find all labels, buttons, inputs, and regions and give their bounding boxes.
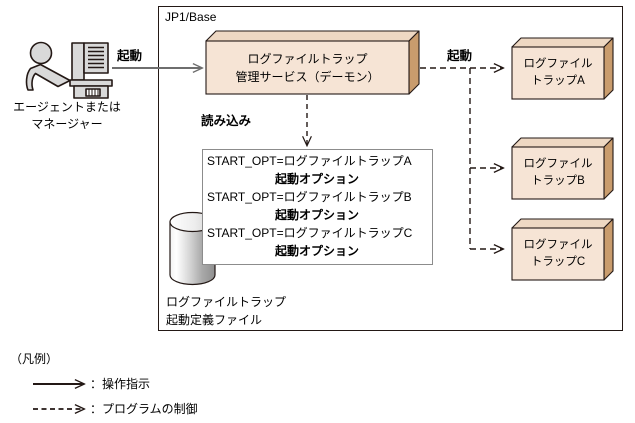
log-file-trap-c-box (511, 218, 614, 281)
log-file-trap-a-box (511, 37, 614, 100)
service-box-label-line2: 管理サービス（デーモン） (235, 70, 380, 84)
person-at-computer-icon (25, 41, 113, 99)
legend-label-program-control: ：プログラムの制御 (90, 402, 198, 416)
arrow-label-read: 読み込み (201, 114, 252, 128)
config-file-box (202, 149, 433, 265)
log-file-trap-service-box (205, 30, 420, 95)
trap-a-label-line1: ログファイル (523, 58, 593, 70)
trap-a-label-line2: トラップA (531, 75, 585, 87)
config-line-4: 起動オプション (274, 208, 359, 222)
config-line-1: START_OPT=ログファイルトラップA (207, 154, 412, 168)
trap-c-label-line2: トラップC (530, 256, 586, 268)
jp1base-title: JP1/Base (165, 10, 217, 24)
service-box-label-line1: ログファイルトラップ (247, 52, 368, 66)
trap-b-label-line2: トラップB (531, 175, 585, 187)
actor-label-line2: マネージャー (31, 117, 103, 131)
actor-label-line1: エージェントまたは (13, 100, 121, 114)
arrow-service-to-traps (420, 68, 503, 249)
legend-label-operation-instruction: ：操作指示 (90, 377, 151, 391)
config-line-6: 起動オプション (274, 244, 359, 258)
trap-b-label-line1: ログファイル (523, 158, 593, 170)
config-line-5: START_OPT=ログファイルトラップC (207, 226, 413, 240)
db-caption-line2: 起動定義ファイル (166, 313, 263, 327)
log-file-trap-b-box (511, 137, 614, 200)
config-line-3: START_OPT=ログファイルトラップB (207, 190, 412, 204)
config-line-2: 起動オプション (274, 172, 359, 186)
arrow-label-start-left: 起動 (117, 49, 143, 63)
trap-c-label-line1: ログファイル (523, 239, 593, 251)
legend-heading: （凡例） (10, 352, 59, 366)
db-caption-line1: ログファイルトラップ (166, 295, 287, 309)
arrow-label-start-right: 起動 (447, 49, 473, 63)
